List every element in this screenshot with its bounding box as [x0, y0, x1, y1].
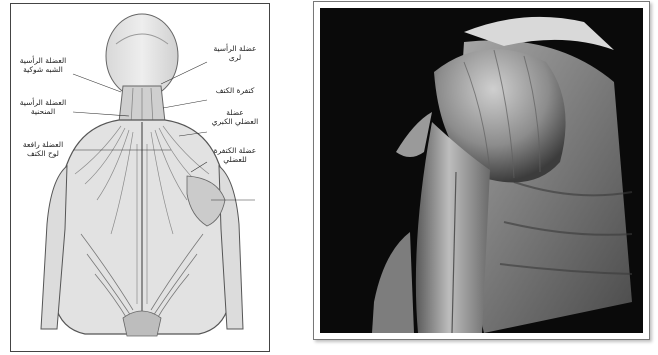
shoulder-muscles-render-panel: [313, 1, 650, 340]
back-muscles-illustration-panel: العضلة الرأسية الشبه شوكية العضلة الرأسي…: [10, 3, 270, 352]
label-scapula-muscle: عضلة الكتفرة للعضلي: [207, 146, 263, 164]
label-major-muscle: عضلة العضلي الكبري: [207, 108, 263, 126]
label-levator-scapulae: العضلة رافعة لوح الكتف: [15, 140, 71, 158]
label-semispinalis: العضلة الرأسية الشبه شوكية: [15, 56, 71, 74]
label-head-muscle: عضلة الرأسية لرى: [207, 44, 263, 62]
label-splenius: العضلة الرأسية المنحنية: [15, 98, 71, 116]
shoulder-muscles-render: [314, 2, 649, 339]
label-shoulder: كتفرة الكتف: [207, 86, 263, 95]
